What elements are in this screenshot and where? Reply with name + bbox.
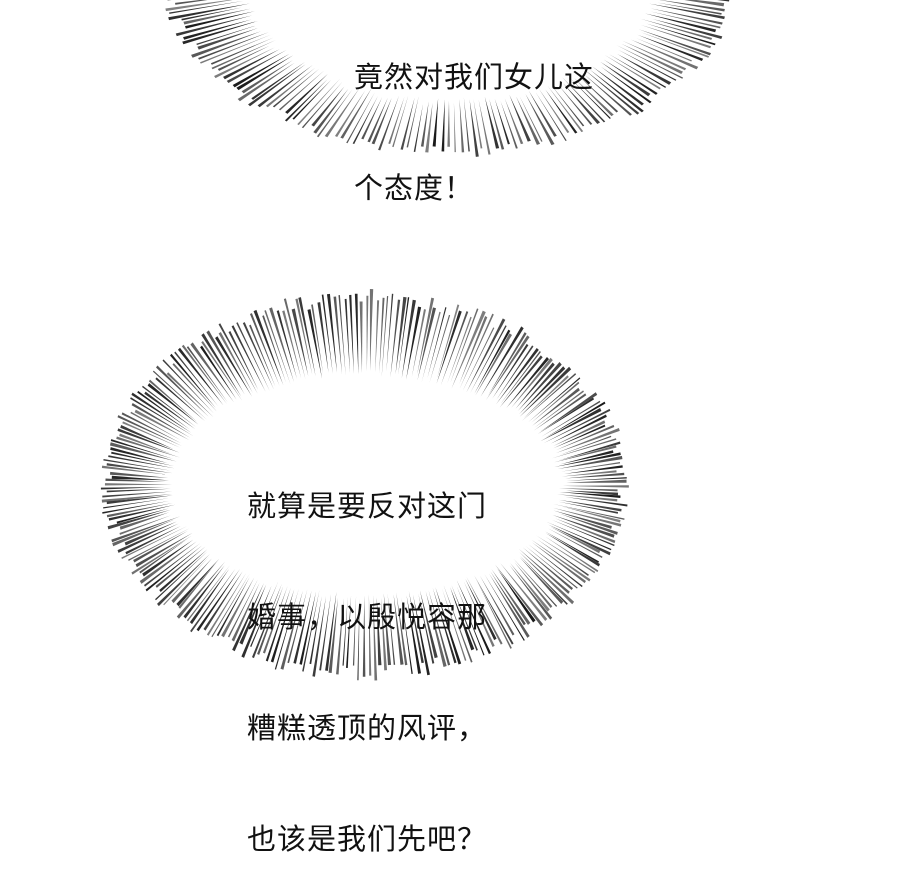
bubble-line: 糟糕透顶的风评， bbox=[247, 711, 488, 745]
bubble-text-top: 竟然对我们女儿这 个态度！ bbox=[354, 0, 594, 244]
bubble-line: 婚事，以殷悦容那 bbox=[247, 600, 488, 634]
speech-burst-bottom bbox=[100, 289, 629, 681]
bubble-line: 个态度！ bbox=[354, 171, 475, 205]
bubble-line: 就算是要反对这门 bbox=[247, 489, 488, 523]
bubble-line: 也该是我们先吧？ bbox=[247, 822, 488, 856]
speech-burst-top bbox=[165, 0, 730, 157]
radial-lines-bottom bbox=[100, 289, 629, 681]
radial-lines-top bbox=[165, 0, 730, 157]
bubble-line: 竟然对我们女儿这 bbox=[354, 60, 595, 94]
bubble-text-bottom: 就算是要反对这门 婚事，以殷悦容那 糟糕透顶的风评， 也该是我们先吧？ bbox=[247, 414, 487, 895]
